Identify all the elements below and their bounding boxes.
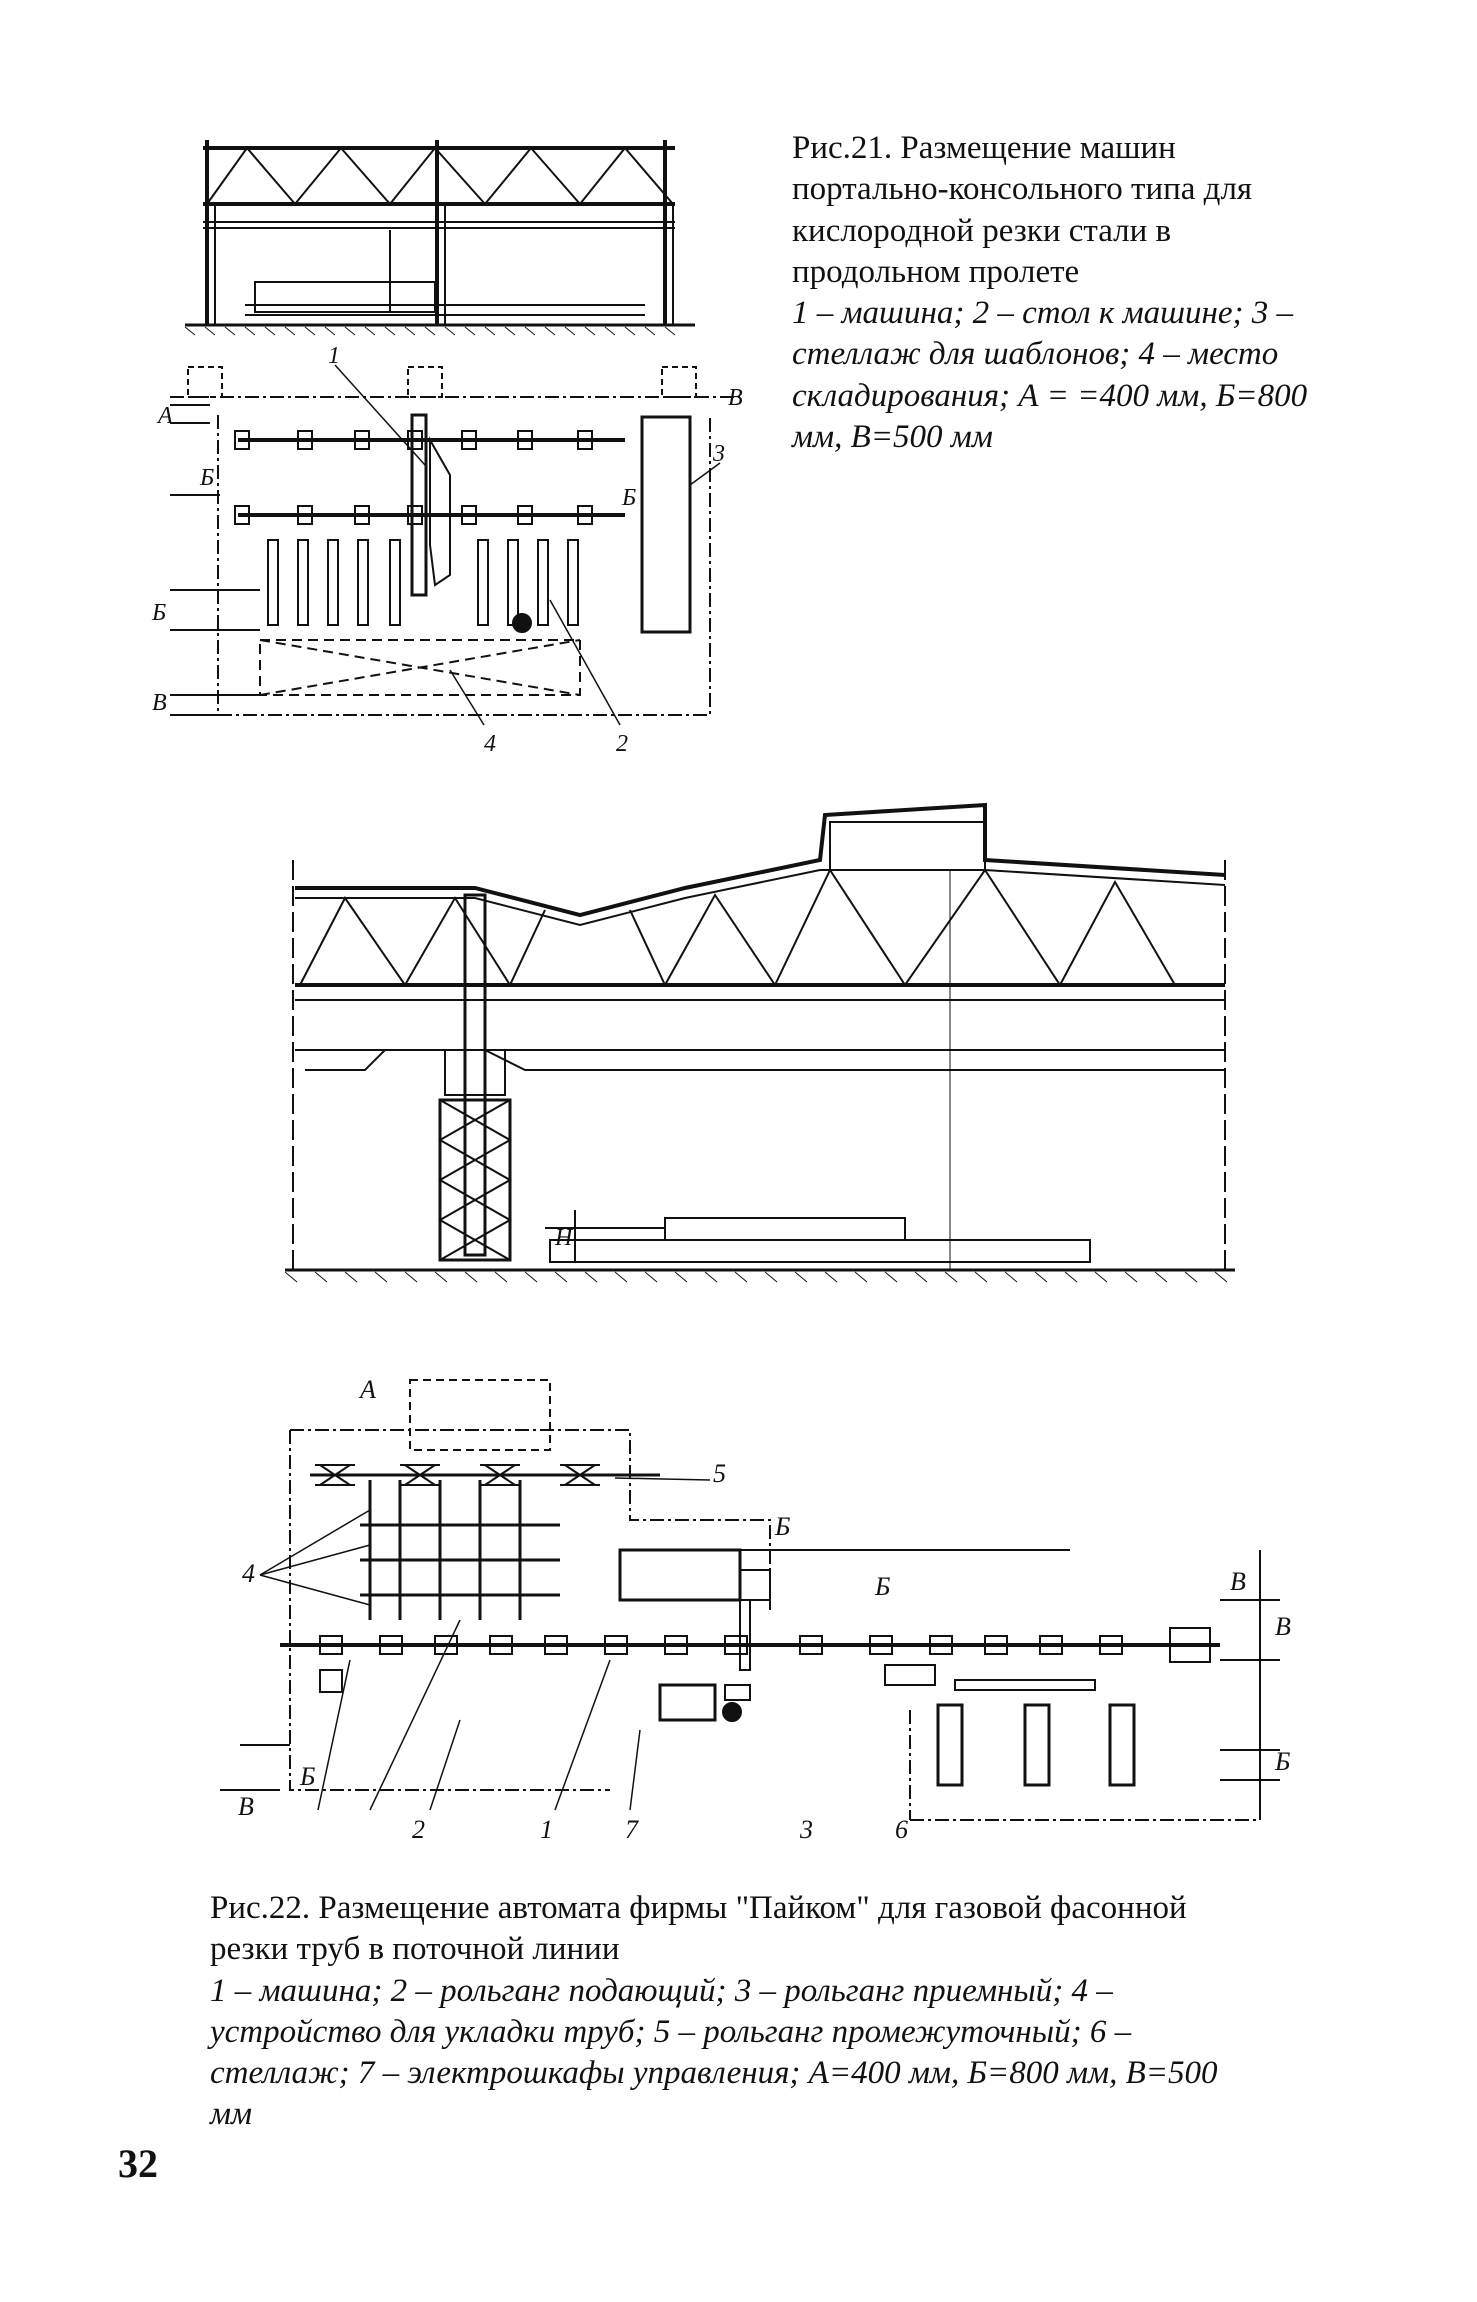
- fig22-label-4: 4: [242, 1559, 255, 1588]
- fig22-dim-V-r1: В: [1230, 1567, 1246, 1596]
- fig21-dim-V-side: В: [152, 690, 167, 716]
- fig22-elevation: Н: [285, 800, 1235, 1360]
- fig22-dim-B-r: Б: [1274, 1747, 1290, 1776]
- fig21-dim-B-left: Б: [199, 465, 214, 491]
- fig22-dim-B-bl: Б: [299, 1762, 315, 1791]
- fig21-dim-B-mid: Б: [621, 485, 636, 511]
- fig21-dim-V-top: В: [728, 385, 743, 411]
- fig21-dim-A: А: [156, 403, 173, 429]
- fig21-label-1: 1: [328, 343, 340, 369]
- fig21-caption-title: Рис.21. Размещение машин портально-консо…: [792, 130, 1253, 290]
- fig21-dim-B-side: Б: [151, 600, 166, 626]
- fig22-label-5: 5: [713, 1459, 726, 1488]
- fig22-label-6: 6: [895, 1815, 908, 1844]
- fig22-caption-legend: 1 – машина; 2 – рольганг подающий; 3 – р…: [210, 1972, 1218, 2133]
- fig22-dim-H: Н: [554, 1225, 574, 1251]
- fig22-label-1: 1: [540, 1815, 553, 1844]
- fig22-dim-B-top: Б: [774, 1512, 790, 1541]
- fig22-label-7: 7: [625, 1815, 639, 1844]
- fig22-dim-V-bl: В: [238, 1792, 254, 1821]
- fig21-caption: Рис.21. Размещение машин портально-консо…: [792, 128, 1322, 458]
- fig21-label-3: 3: [712, 441, 725, 467]
- fig21-label-2: 2: [616, 731, 628, 757]
- fig21-label-4: 4: [484, 731, 496, 757]
- page-number: 32: [118, 2141, 158, 2186]
- fig22-caption: Рис.22. Размещение автомата фирмы "Пайко…: [210, 1888, 1245, 2136]
- fig22-label-3: 3: [799, 1815, 813, 1844]
- fig21-elevation: [185, 130, 695, 340]
- fig22-dim-A: А: [358, 1375, 376, 1404]
- fig22-label-2: 2: [412, 1815, 425, 1844]
- fig22-caption-title: Рис.22. Размещение автомата фирмы "Пайко…: [210, 1890, 1187, 1968]
- fig21-caption-legend: 1 – машина; 2 – стол к машине; 3 – стелл…: [792, 295, 1308, 455]
- fig22-dim-B-top2: Б: [874, 1572, 890, 1601]
- fig22-plan: А 5 Б Б 4 В В Б В Б 2 1 7 3 6: [220, 1375, 1291, 1844]
- fig22-dim-V-r2: В: [1275, 1612, 1291, 1641]
- fig21-plan: 1 3 4 2 А Б Б В Б В: [151, 343, 743, 757]
